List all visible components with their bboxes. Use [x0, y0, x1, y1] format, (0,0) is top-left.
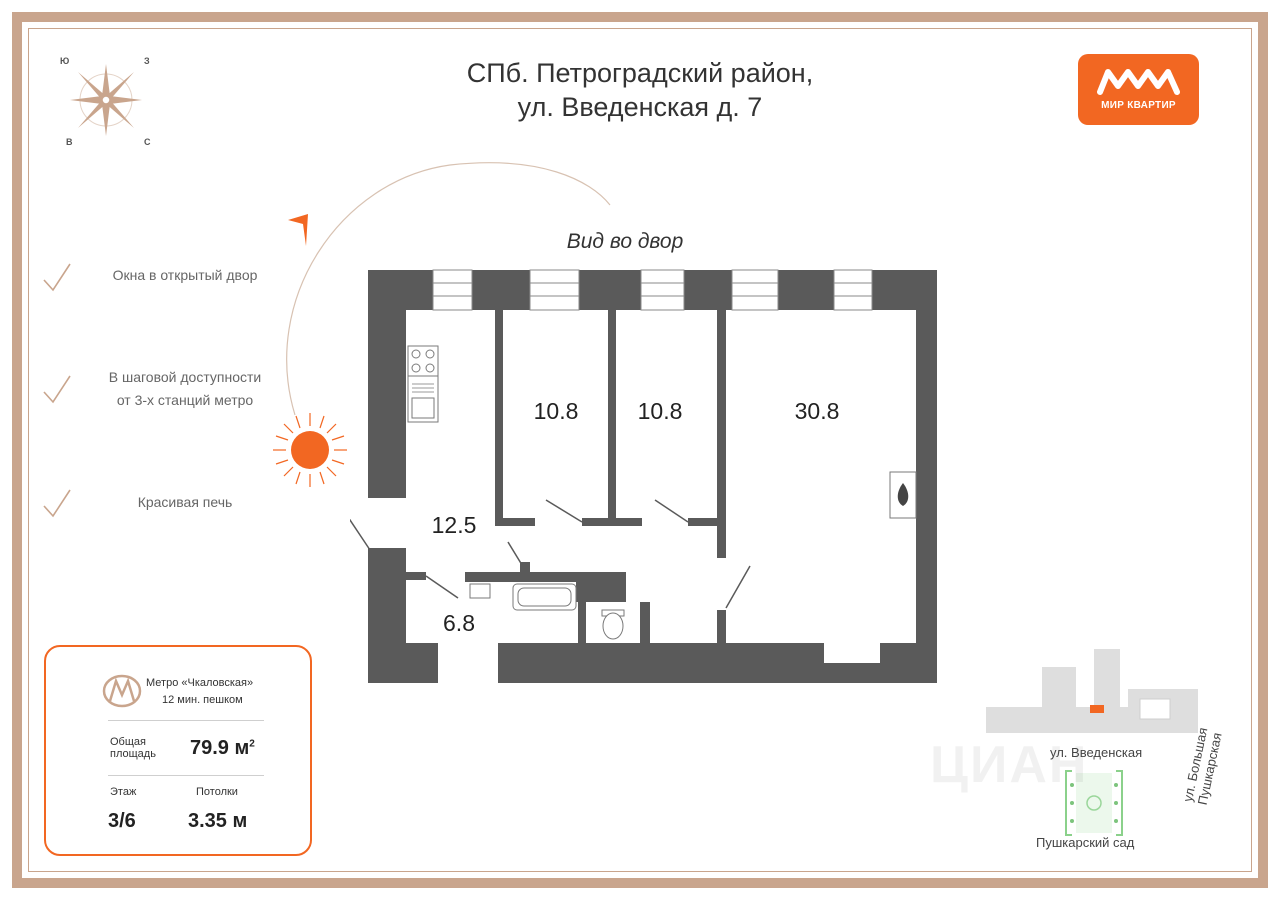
compass-rose-icon [70, 64, 142, 136]
total-area-value: 79.9 м2 [190, 737, 255, 760]
area-label-2: площадь [110, 748, 156, 760]
compass-east-label: В [66, 137, 73, 147]
room-area-kitchen: 12.5 [431, 512, 477, 538]
ceiling-value: 3.35 м [188, 810, 248, 832]
windows [432, 269, 873, 311]
compass-north-label: С [144, 137, 151, 147]
feature-text-line-2: от 3-х станций метро [116, 392, 254, 408]
room-area-bedroom-2: 10.8 [637, 398, 683, 424]
logo: МИР КВАРТИР [1078, 54, 1199, 125]
ceiling-label: Потолки [196, 786, 238, 798]
compass-west-label: З [144, 56, 150, 66]
compass-south-label: Ю [60, 56, 70, 66]
location-map [986, 649, 1198, 836]
doors [350, 499, 751, 609]
info-card: Метро «Чкаловская» 12 мин. пешком Общая … [44, 645, 312, 856]
address-line-1: СПб. Петроградский район, [466, 58, 814, 88]
divider [108, 720, 264, 721]
inner-frame [28, 28, 1252, 872]
bathroom-fixtures [469, 583, 625, 640]
floor-plan [350, 269, 937, 683]
metro-walk-time: 12 мин. пешком [162, 694, 243, 706]
room-area-bedroom-1: 10.8 [533, 398, 579, 424]
feature-text: Окна в открытый двор [112, 267, 258, 283]
check-icon [43, 375, 71, 404]
room-area-bathroom: 6.8 [443, 610, 475, 636]
check-icon [43, 263, 71, 292]
arrow-up-icon [288, 214, 308, 246]
watermark: ЦИАН [930, 736, 1089, 794]
walls [368, 270, 937, 683]
outer-frame [12, 12, 1268, 888]
street-label-vvedenskaya: ул. Введенская [1050, 745, 1143, 760]
sun-path-arc [286, 162, 611, 416]
address-line-2: ул. Введенская д. 7 [517, 92, 763, 122]
logo-text: МИР КВАРТИР [1101, 100, 1176, 111]
area-label-1: Общая [110, 736, 146, 748]
divider [108, 775, 264, 776]
room-area-living: 30.8 [794, 398, 840, 424]
garden-label: Пушкарский сад [1036, 835, 1135, 850]
metro-icon [102, 674, 142, 708]
view-label: Вид во двор [566, 230, 684, 253]
total-area-number: 79.9 м [190, 737, 250, 759]
moon-icon [612, 174, 636, 215]
check-icon [43, 489, 71, 518]
floor-value: 3/6 [108, 810, 136, 832]
fireplace-icon [889, 471, 917, 519]
metro-name: Метро «Чкаловская» [146, 677, 254, 689]
floor-label: Этаж [110, 786, 137, 798]
kitchen-appliances [407, 345, 439, 423]
logo-mark-icon [1097, 69, 1180, 95]
feature-text-line-1: В шаговой доступности [108, 369, 262, 385]
feature-text: Красивая печь [137, 494, 233, 510]
area-unit-superscript: 2 [249, 738, 255, 750]
sun-icon [273, 413, 347, 487]
